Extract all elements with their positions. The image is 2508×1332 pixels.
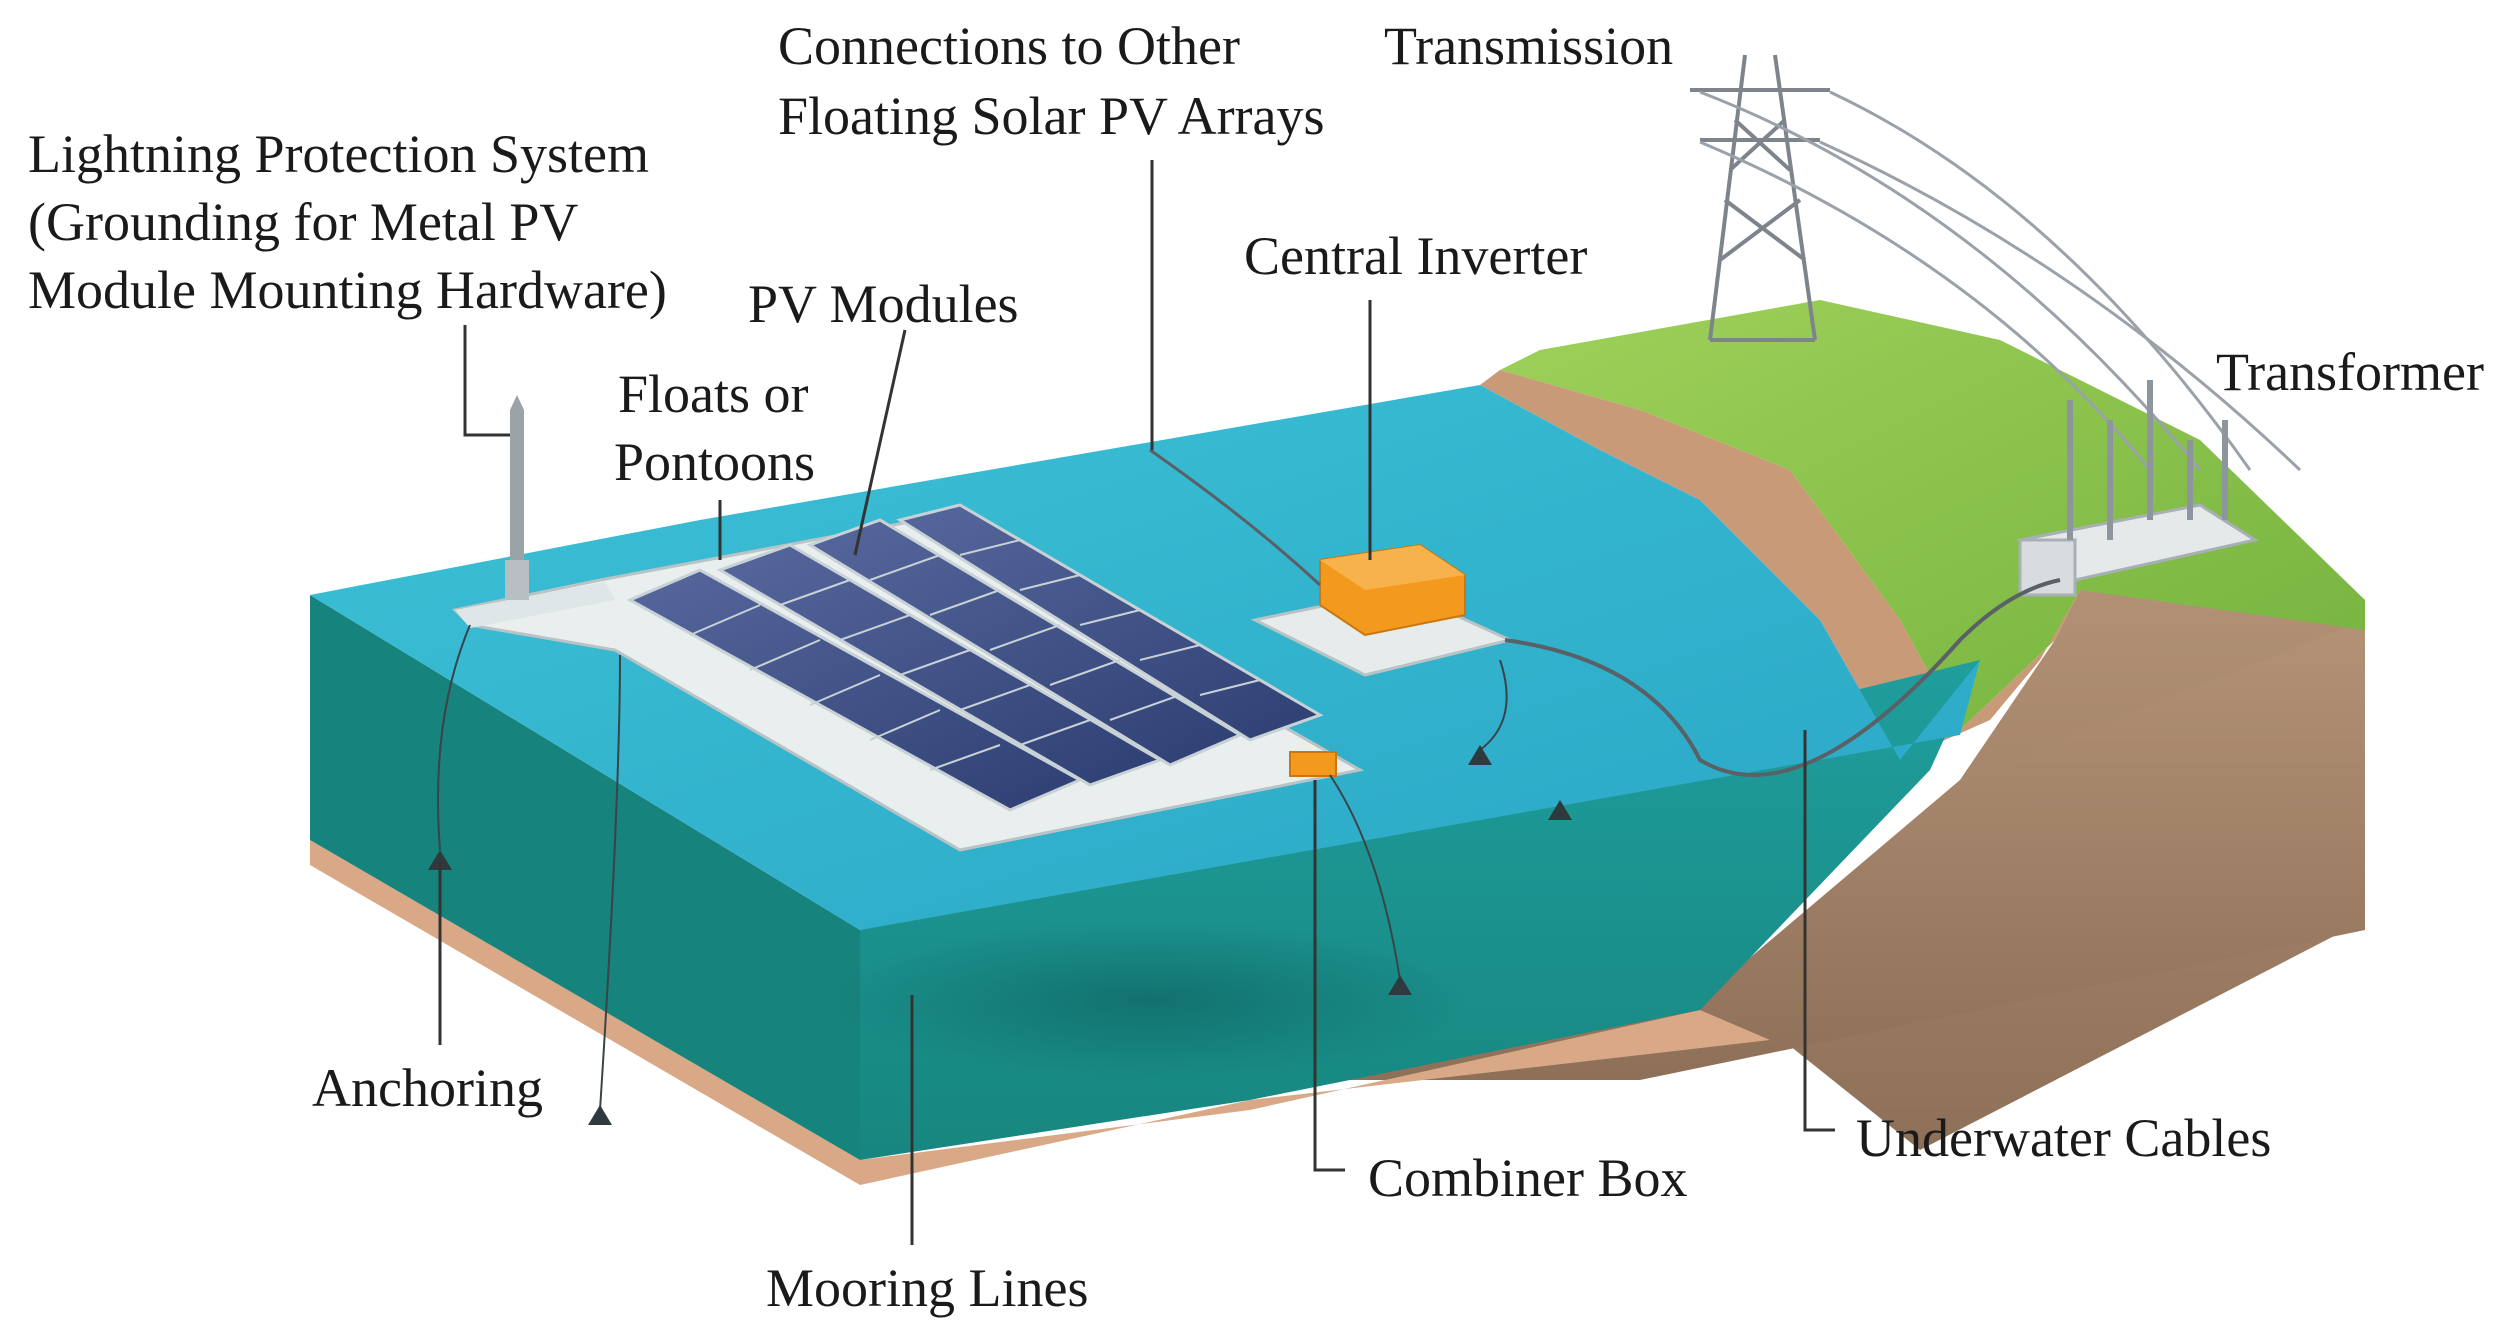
label-floats-line2: Pontoons bbox=[614, 428, 815, 496]
label-mooring-lines: Mooring Lines bbox=[766, 1254, 1088, 1322]
label-connections-line1: Connections to Other bbox=[778, 12, 1240, 80]
label-lightning-protection-line3: Module Mounting Hardware) bbox=[28, 256, 667, 324]
label-underwater-cables: Underwater Cables bbox=[1856, 1104, 2271, 1172]
label-connections-line2: Floating Solar PV Arrays bbox=[778, 82, 1325, 150]
label-lightning-protection-line1: Lightning Protection System bbox=[28, 120, 649, 188]
anchor bbox=[588, 1105, 612, 1125]
label-combiner-box: Combiner Box bbox=[1368, 1144, 1688, 1212]
label-floats-line1: Floats or bbox=[618, 360, 809, 428]
array-shadow bbox=[830, 920, 1470, 1080]
label-transmission: Transmission bbox=[1384, 12, 1673, 80]
lightning-rod bbox=[505, 395, 529, 600]
label-lightning-protection-line2: (Grounding for Metal PV bbox=[28, 188, 578, 256]
label-central-inverter: Central Inverter bbox=[1244, 222, 1587, 290]
label-pv-modules: PV Modules bbox=[748, 270, 1019, 338]
label-anchoring: Anchoring bbox=[312, 1054, 543, 1122]
combiner-box bbox=[1290, 752, 1336, 776]
leader-lightning bbox=[465, 325, 510, 435]
label-transformer: Transformer bbox=[2216, 338, 2484, 406]
